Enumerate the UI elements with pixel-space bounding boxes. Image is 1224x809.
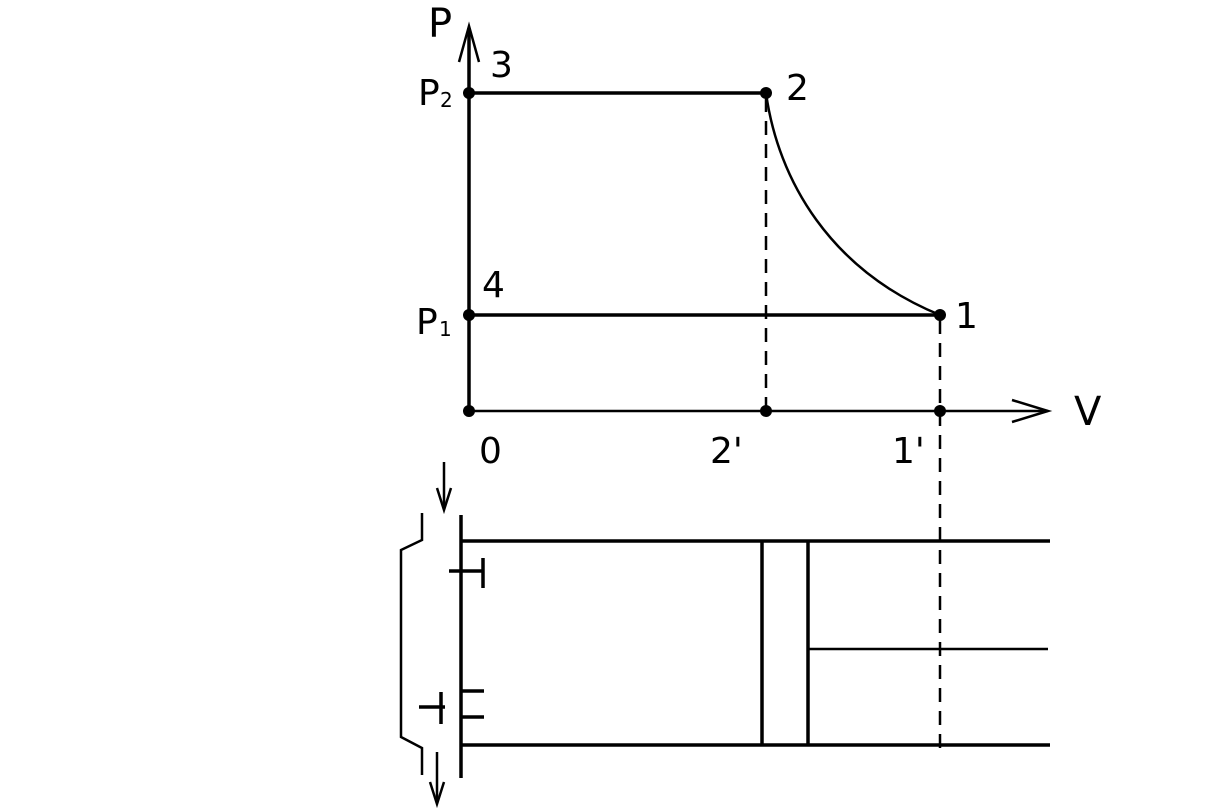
point-3 — [463, 87, 475, 99]
v1-tick-label: 1' — [892, 431, 925, 472]
point-2prime — [760, 405, 772, 417]
v2-tick-label: 2' — [710, 431, 743, 472]
cylinder-schematic — [399, 462, 1050, 809]
point-3-label: 3 — [490, 45, 513, 86]
p2-label-sub: 2 — [440, 88, 453, 112]
valve-passage — [399, 513, 424, 775]
p-axis-label: P — [428, 1, 452, 47]
v-axis — [469, 398, 1053, 424]
point-4 — [463, 309, 475, 321]
point-1prime — [934, 405, 946, 417]
intake-valve — [449, 558, 485, 588]
p1-label: P 1 — [416, 302, 452, 343]
discharge-arrow-icon — [428, 752, 446, 809]
point-1 — [934, 309, 946, 321]
point-2 — [760, 87, 772, 99]
point-2-label: 2 — [786, 68, 809, 109]
p1-label-main: P — [416, 302, 438, 343]
point-1-label: 1 — [955, 296, 978, 337]
point-origin — [463, 405, 475, 417]
p2-label-main: P — [418, 73, 440, 114]
compression-curve-1-2 — [764, 92, 941, 317]
p1-label-sub: 1 — [439, 317, 452, 341]
p-axis — [457, 21, 481, 411]
p2-label: P 2 — [418, 73, 453, 114]
discharge-valve — [419, 689, 484, 724]
origin-label: 0 — [479, 431, 502, 472]
intake-arrow-icon — [435, 462, 453, 515]
v-axis-label: V — [1074, 389, 1102, 435]
point-4-label: 4 — [482, 265, 505, 306]
